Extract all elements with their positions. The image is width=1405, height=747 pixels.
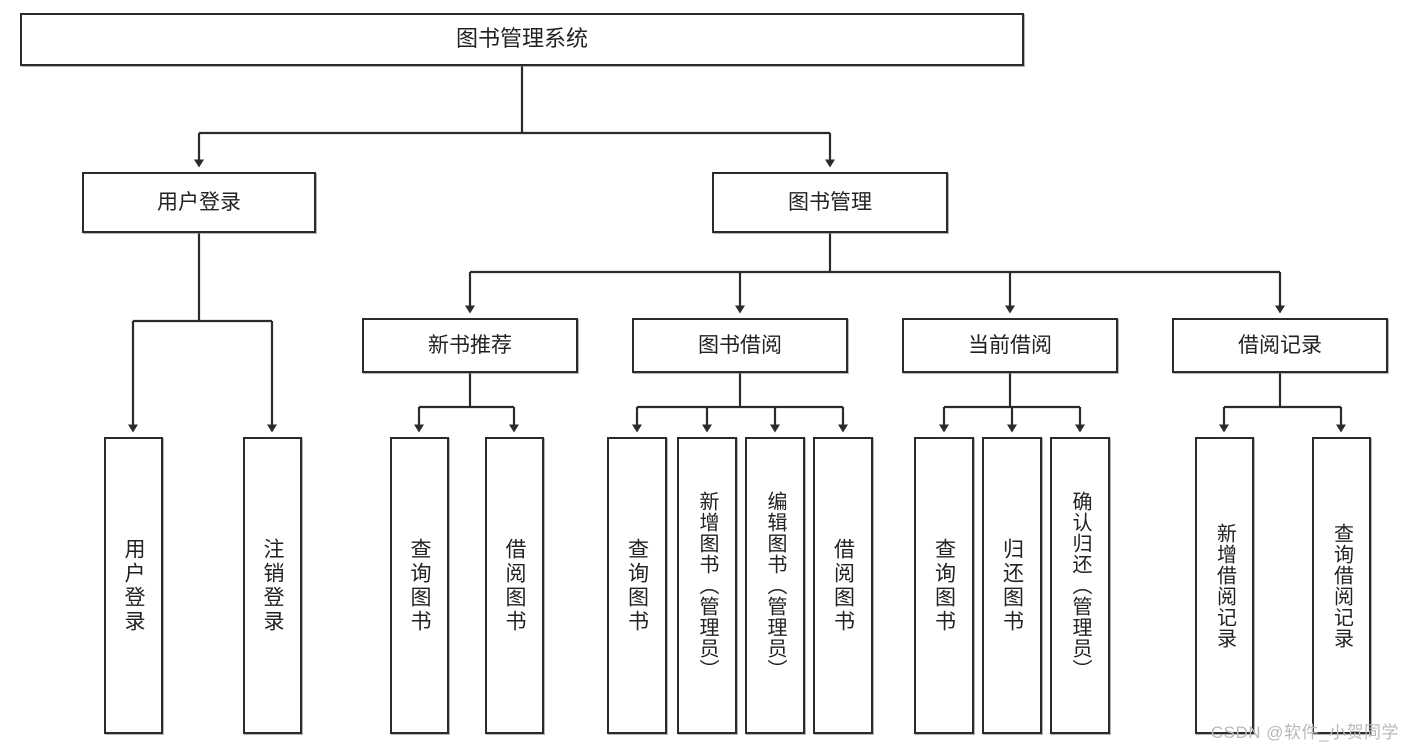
node-label: 用户登录 — [122, 537, 145, 634]
node-book-borrow[interactable]: 图书借阅 — [632, 318, 848, 373]
node-label: 查询图书 — [408, 537, 431, 634]
node-leaf-query-book-borrow[interactable]: 查询图书 — [607, 437, 667, 734]
node-current-borrow[interactable]: 当前借阅 — [902, 318, 1118, 373]
node-label: 借阅记录 — [1238, 333, 1322, 357]
node-leaf-return-book[interactable]: 归还图书 — [982, 437, 1042, 734]
node-root-system[interactable]: 图书管理系统 — [20, 13, 1024, 66]
node-label: 图书管理系统 — [455, 26, 588, 52]
node-leaf-confirm-return-admin[interactable]: 确认归还（管理员） — [1050, 437, 1110, 734]
node-leaf-add-book-admin[interactable]: 新增图书（管理员） — [677, 437, 737, 734]
node-user-login[interactable]: 用户登录 — [82, 172, 316, 233]
node-leaf-edit-book-admin[interactable]: 编辑图书（管理员） — [745, 437, 805, 734]
node-borrow-record[interactable]: 借阅记录 — [1172, 318, 1388, 373]
node-label: 查询图书 — [625, 537, 649, 634]
node-label: 借阅图书 — [831, 537, 855, 634]
node-label: 确认归还（管理员） — [1069, 491, 1091, 680]
node-label: 查询借阅记录 — [1330, 522, 1353, 649]
node-leaf-query-book-newbook[interactable]: 查询图书 — [390, 437, 449, 734]
node-label: 图书管理 — [788, 190, 872, 214]
node-label: 新增图书（管理员） — [696, 491, 718, 680]
node-book-management[interactable]: 图书管理 — [712, 172, 948, 233]
node-leaf-query-book-current[interactable]: 查询图书 — [914, 437, 974, 734]
node-label: 归还图书 — [1000, 537, 1024, 634]
node-leaf-query-borrow-record[interactable]: 查询借阅记录 — [1312, 437, 1371, 734]
watermark: CSDN @软件_小贺同学 — [1210, 723, 1399, 742]
node-leaf-add-borrow-record[interactable]: 新增借阅记录 — [1195, 437, 1254, 734]
node-label: 当前借阅 — [968, 333, 1052, 357]
node-label: 图书借阅 — [698, 333, 782, 357]
node-label: 新增借阅记录 — [1213, 522, 1236, 649]
node-leaf-logout[interactable]: 注销登录 — [243, 437, 302, 734]
node-label: 用户登录 — [157, 190, 241, 214]
node-label: 借阅图书 — [503, 537, 526, 634]
node-label: 编辑图书（管理员） — [764, 491, 786, 680]
node-new-book-recommend[interactable]: 新书推荐 — [362, 318, 578, 373]
node-label: 新书推荐 — [428, 333, 512, 357]
node-label: 查询图书 — [932, 537, 956, 634]
node-leaf-user-login[interactable]: 用户登录 — [104, 437, 163, 734]
node-leaf-borrow-book[interactable]: 借阅图书 — [813, 437, 873, 734]
node-leaf-borrow-book-newbook[interactable]: 借阅图书 — [485, 437, 544, 734]
node-label: 注销登录 — [261, 537, 284, 634]
